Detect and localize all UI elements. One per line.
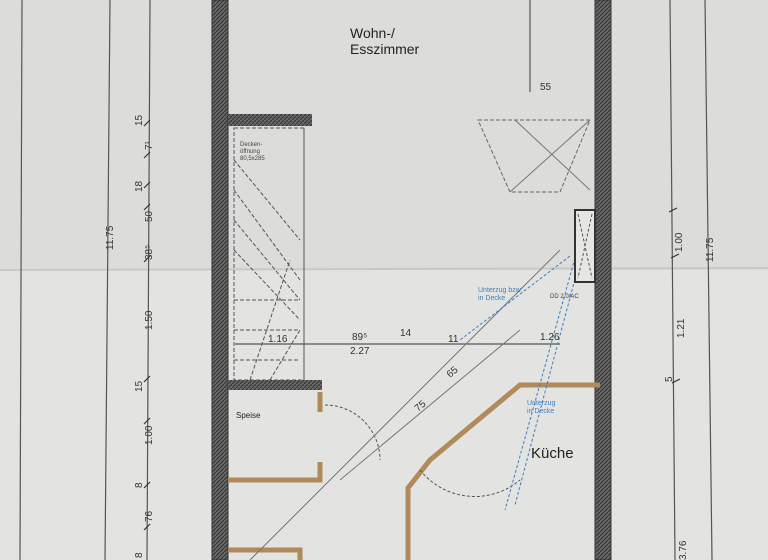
beam-note: Unterzug [527,400,556,407]
dim-label: 38⁵ [144,245,155,260]
dim-label: 55 [540,82,552,93]
kitchen-label: Küche [531,445,574,462]
kitchen-walls [405,382,600,560]
dim-label: 15 [134,114,145,126]
dim-label: 3.76 [678,540,689,560]
beam-note: in Decke [527,408,554,415]
dim-label: 76 [144,510,155,522]
ceiling-opening-note: Decken- [240,142,262,148]
paper-fold [0,267,768,271]
wall-note: DD 2,0/AC [550,294,579,300]
right-dimension-labels: 11.75 1.00 1.21 5 3.76 55 [540,82,716,560]
dim-label: 14 [400,328,412,339]
dim-label: 1.26 [540,332,560,343]
beam-note: Unterzug bzw. [478,287,522,294]
stair-top-wall [228,114,312,126]
beam-note: in Decke [478,295,505,302]
dim-label: 11 [448,334,459,345]
dim-label: 1.21 [676,318,687,338]
right-total-dim: 11.75 [705,237,716,262]
pantry-top-wall [228,380,322,390]
ceiling-opening-note: öffnung [240,149,260,155]
hood-cross [509,119,591,193]
dim-label: 5 [664,376,675,382]
ceiling-hood [477,119,591,193]
dim-label: 15 [134,380,145,392]
ceiling-opening-note: 80,5x285 [240,156,265,162]
living-room-label: Esszimmer [350,41,420,57]
living-room-label: Wohn-/ [350,25,395,41]
diagonal-lines [249,249,561,560]
door-swing [324,404,381,461]
dim-label: 8 [134,552,145,558]
dim-label: 7¹ [144,140,155,150]
left-total-dim: 11.75 [105,225,116,250]
dim-label: 1.00 [674,232,685,252]
pantry-walls [228,392,323,483]
door-swing [419,469,521,497]
chimney-cross [577,213,593,279]
dim-label: 1.50 [144,310,155,330]
dim-label: 89⁵ [352,332,367,343]
paper-top [0,0,768,270]
dimension-ticks [143,119,681,531]
lower-wall [228,547,303,560]
dim-label: 2.27 [350,346,370,357]
dim-label: 50 [144,210,155,222]
dim-label: 18 [134,180,145,192]
dim-label: 8 [134,482,145,488]
left-dimension-labels: 11.75 15 7¹ 18 50 38⁵ 1.50 15 1.00 8 76 … [105,114,155,558]
paper-bottom [0,270,768,560]
stairs [233,127,305,381]
dim-label: 1.00 [144,425,155,445]
left-wall [211,0,229,560]
right-wall [594,0,612,560]
dim-label: 1.16 [268,334,288,345]
pantry-label: Speise [236,411,261,420]
blue-beam-lines [459,255,581,511]
dimension-lines [19,0,713,560]
